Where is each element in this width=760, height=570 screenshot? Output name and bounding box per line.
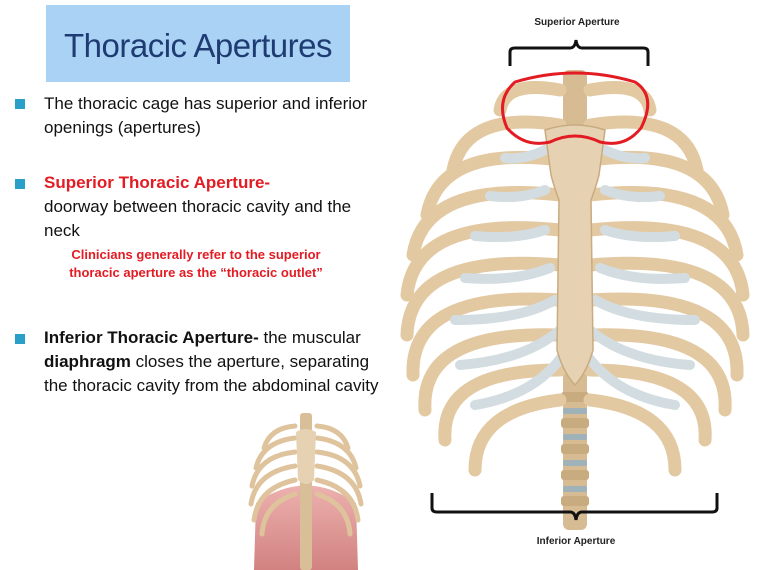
superior-aperture-label: Superior Aperture	[534, 17, 620, 28]
diaphragm-term: diaphragm	[44, 352, 131, 371]
inferior-aperture-heading: Inferior Thoracic Aperture-	[44, 328, 259, 347]
bullet-2: Superior Thoracic Aperture- doorway betw…	[44, 171, 384, 243]
bullet-2-text: doorway between thoracic cavity and the …	[44, 197, 351, 240]
slide-title: Thoracic Apertures	[46, 27, 350, 65]
bullet-marker	[15, 179, 25, 189]
inferior-aperture-label: Inferior Aperture	[537, 536, 616, 547]
small-thorax-illustration	[240, 408, 372, 570]
clinical-note: Clinicians generally refer to the superi…	[46, 246, 346, 282]
title-box: Thoracic Apertures	[46, 5, 350, 82]
sternum	[545, 125, 605, 385]
bullet-1-text: The thoracic cage has superior and infer…	[44, 92, 384, 140]
bullet-marker	[15, 334, 25, 344]
bullet-marker	[15, 99, 25, 109]
rib-cage-figure: Superior Aperture Inferior Aperture	[395, 0, 760, 570]
superior-aperture-heading: Superior Thoracic Aperture-	[44, 173, 270, 192]
bullet-3: Inferior Thoracic Aperture- the muscular…	[44, 326, 384, 398]
bullet-3-text-a: the muscular	[259, 328, 361, 347]
superior-aperture-bracket	[510, 40, 648, 66]
